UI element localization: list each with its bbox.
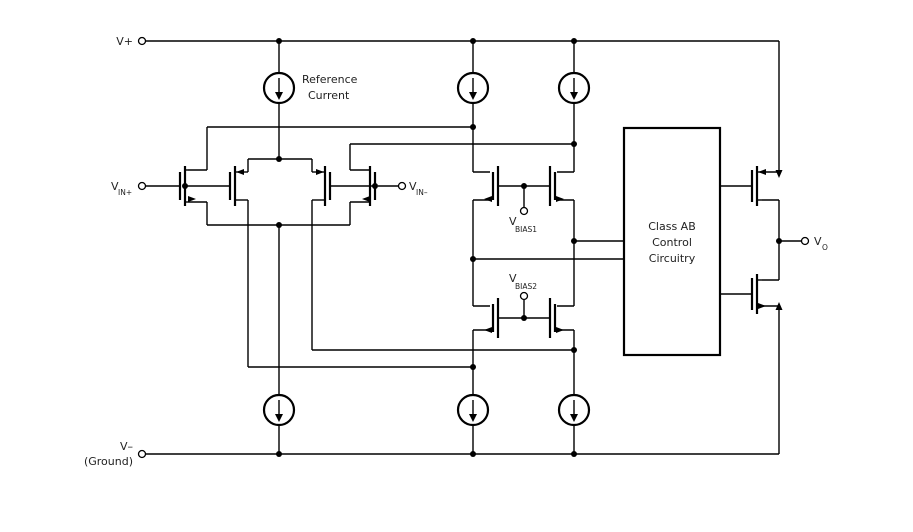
classab-label-line2: Control	[652, 236, 692, 249]
vinplus-terminal	[137, 181, 147, 191]
current-source-top-middle	[456, 41, 490, 172]
transistor-output-pmos	[750, 166, 766, 206]
vbias2-subscript: BIAS2	[515, 282, 537, 291]
reference-current-source	[262, 41, 296, 159]
reference-label-line1: Reference	[302, 73, 358, 86]
input-stage-wiring	[146, 126, 574, 368]
vinminus-label: V	[409, 180, 417, 193]
transistor-cascode-lower-right	[548, 298, 564, 338]
classab-label-line1: Class AB	[648, 220, 696, 233]
transistor-output-nmos	[750, 274, 766, 314]
output-stage-wiring	[720, 171, 801, 307]
vbias2-terminal	[519, 291, 529, 301]
vplus-label: V+	[116, 35, 133, 48]
vbias1-subscript: BIAS1	[515, 225, 537, 234]
current-source-bottom-right	[557, 330, 591, 454]
vo-label: V	[814, 235, 822, 248]
vinplus-label: V	[111, 180, 119, 193]
ground-label: (Ground)	[84, 455, 133, 468]
junction-dots	[182, 38, 782, 457]
transistor-cascode-upper-left	[484, 166, 500, 206]
cascode-upper-wiring	[472, 171, 624, 306]
vminus-terminal	[137, 449, 147, 459]
current-source-bottom-middle	[456, 330, 490, 454]
vinminus-terminal	[397, 181, 407, 191]
vo-terminal	[800, 236, 810, 246]
current-source-bottom-left	[262, 225, 296, 454]
vo-subscript: O	[822, 243, 828, 252]
vinminus-subscript: IN–	[416, 188, 428, 197]
cascode-lower-wiring	[473, 300, 574, 331]
vbias1-terminal	[519, 206, 529, 216]
reference-label-line2: Current	[308, 89, 350, 102]
transistor-input-right-inner	[312, 166, 332, 206]
class-ab-control-block	[622, 126, 722, 357]
current-source-top-right	[557, 41, 591, 172]
transistor-cascode-upper-right	[548, 166, 564, 206]
transistor-input-left-inner	[228, 166, 248, 206]
vinplus-subscript: IN+	[118, 188, 132, 197]
vbias2-label: V	[509, 272, 517, 285]
vbias1-label: V	[509, 215, 517, 228]
transistor-cascode-lower-left	[484, 298, 500, 338]
vplus-terminal	[137, 36, 147, 46]
classab-label-line3: Circuitry	[649, 252, 696, 265]
vminus-label: V–	[120, 440, 133, 453]
